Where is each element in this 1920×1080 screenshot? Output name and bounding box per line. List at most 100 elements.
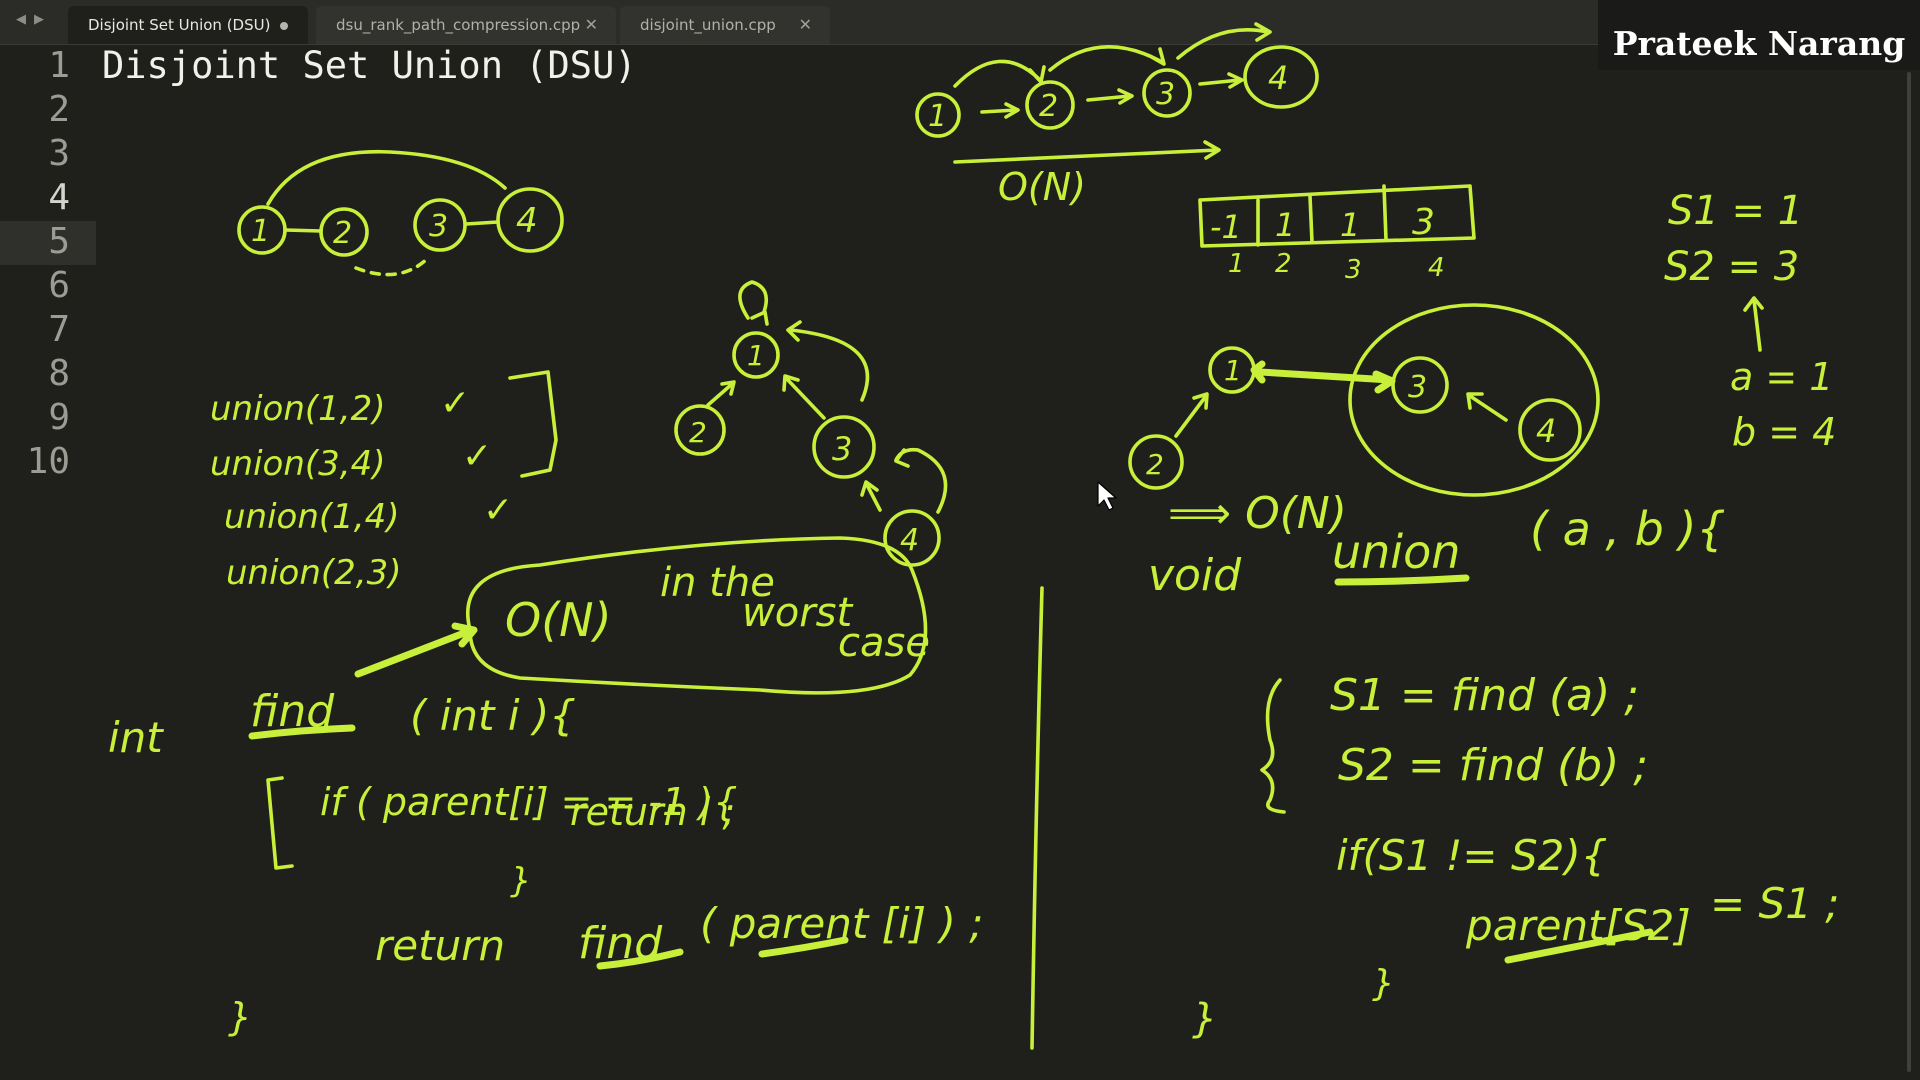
code-line-title[interactable]: Disjoint Set Union (DSU): [102, 44, 637, 87]
size-notes: S1 = 1 S2 = 3 a = 1 b = 4: [1664, 188, 1836, 454]
union-return-type: void: [1148, 550, 1242, 601]
left-label-2: 2: [333, 216, 352, 251]
find-bracket: [266, 776, 294, 870]
line-number: 3: [48, 133, 70, 174]
back-arrow-icon[interactable]: ◀: [16, 12, 26, 27]
union-parent-rhs: = S1 ;: [1710, 879, 1839, 928]
tree-left-diagram: 1 2 3 4: [674, 280, 948, 567]
left-node-4: [496, 187, 564, 253]
line-number: 1: [48, 45, 70, 86]
worst-case-cloud: [465, 536, 928, 695]
current-line-highlight: [0, 221, 96, 265]
parent-underline: [758, 936, 849, 958]
find-function-code: int find ( int i ){ if ( parent[i] = = -…: [108, 686, 983, 1039]
union-params: ( a , b ){: [1530, 502, 1726, 556]
union-parent-lhs: parent[S2]: [1465, 901, 1691, 950]
worst-case-text: worst: [742, 590, 853, 636]
tree-edge: [706, 380, 736, 407]
left-label-4: 4: [516, 201, 538, 241]
chain-label-1: 1: [928, 99, 947, 134]
tree-curved-edge: [894, 447, 948, 514]
complexity-arrow: [953, 140, 1221, 164]
union-call: union(1,2): [210, 389, 386, 429]
right-union-edge: [1250, 360, 1394, 384]
chain-curve-arrow: [1176, 22, 1272, 60]
mouse-cursor-icon: [1097, 481, 1117, 511]
chain-label-3: 3: [1156, 77, 1175, 112]
s1-note: S1 = 1: [1668, 188, 1803, 234]
forward-arrow-icon[interactable]: ▶: [34, 12, 44, 27]
find-underline: [248, 724, 356, 740]
top-chain-diagram: 1 2 3 4 O(N): [915, 22, 1319, 209]
line-number: 6: [48, 265, 70, 306]
array-value: 1: [1340, 206, 1360, 244]
union-s2-line: S2 = find (b) ;: [1338, 740, 1648, 791]
chain-curve-arrow: [953, 59, 1046, 88]
tree-node-1: [732, 331, 780, 379]
worst-case-annotation: O(N) in the worst case: [354, 536, 930, 695]
tree-node-4: [883, 509, 941, 567]
a-note: a = 1: [1730, 355, 1833, 399]
line-number: 2: [48, 89, 70, 130]
scrollbar-thumb[interactable]: [1907, 72, 1911, 1072]
tab-label: dsu_rank_path_compression.cpp: [336, 16, 581, 34]
right-node-3: [1391, 356, 1449, 414]
tree-node-3: [812, 415, 876, 479]
left-label-1: 1: [251, 214, 270, 249]
tree-label-3: 3: [832, 430, 852, 468]
worst-case-text: case: [838, 620, 930, 666]
find-return-keyword: return: [375, 921, 505, 970]
line-number: 10: [26, 441, 70, 482]
array-index: 2: [1275, 249, 1292, 279]
tab-label: disjoint_union.cpp: [640, 16, 776, 34]
right-label-4: 4: [1536, 412, 1556, 450]
close-tab-icon[interactable]: ✕: [584, 15, 598, 34]
array-index: 1: [1228, 249, 1245, 279]
line-number: 4: [48, 177, 70, 218]
chain-curve-arrow: [1048, 45, 1166, 72]
left-link: [464, 220, 500, 226]
right-edge: [1174, 392, 1209, 438]
union-check: ✓: [462, 436, 492, 477]
union-calls-list: union(1,2) ✓ union(3,4) ✓ union(1,4) ✓ u…: [210, 370, 558, 593]
left-label-3: 3: [429, 209, 448, 244]
tree-label-1: 1: [747, 339, 765, 372]
parent-array-diagram: -1 1 1 3 1 2 3 4: [1198, 184, 1476, 285]
union-open-brace: [1260, 678, 1286, 814]
worst-case-arrow: [354, 622, 478, 678]
array-divider: [1382, 184, 1388, 242]
line-number-gutter: 1 2 3 4 5 6 7 8 9 10: [0, 44, 96, 1080]
array-value: -1: [1210, 208, 1242, 246]
tab-disjoint-set-union[interactable]: Disjoint Set Union (DSU): [68, 6, 308, 44]
union-call: union(1,4): [224, 497, 400, 537]
tree-curved-edge: [786, 320, 870, 402]
right-node-4: [1518, 398, 1582, 462]
union-underline: [1334, 574, 1470, 586]
vertical-scrollbar[interactable]: [1905, 72, 1915, 1072]
union-name: union: [1332, 525, 1460, 579]
array-divider: [1308, 194, 1314, 244]
line-number: 8: [48, 353, 70, 394]
union-bracket: [508, 370, 558, 478]
presenter-name: Prateek Narang: [1612, 24, 1906, 63]
union-check: ✓: [483, 490, 513, 531]
chain-label-2: 2: [1039, 89, 1058, 124]
tab-nav-arrows: ◀▶: [12, 12, 56, 32]
left-link: [283, 228, 323, 233]
tree-node-2: [674, 404, 726, 456]
chain-node-3: [1142, 68, 1192, 118]
tab-disjoint-union[interactable]: disjoint_union.cpp ✕: [620, 6, 830, 44]
left-chain-diagram: 1 2 3 4: [237, 149, 564, 277]
tree-label-4: 4: [900, 523, 919, 558]
array-index: 3: [1345, 255, 1362, 285]
left-arc: [266, 149, 507, 206]
tab-dsu-rank-path-compression[interactable]: dsu_rank_path_compression.cpp ✕: [316, 6, 616, 44]
close-tab-icon[interactable]: ✕: [798, 15, 812, 34]
chain-label-4: 4: [1268, 59, 1288, 97]
tree-label-2: 2: [689, 416, 707, 449]
find-return-i: return i ;: [570, 790, 735, 834]
union-check: ✓: [440, 383, 470, 424]
find-params: ( int i ){: [410, 691, 576, 740]
union-function-code: void union ( a , b ){ S1 = find (a) ; S2…: [1148, 502, 1839, 1042]
